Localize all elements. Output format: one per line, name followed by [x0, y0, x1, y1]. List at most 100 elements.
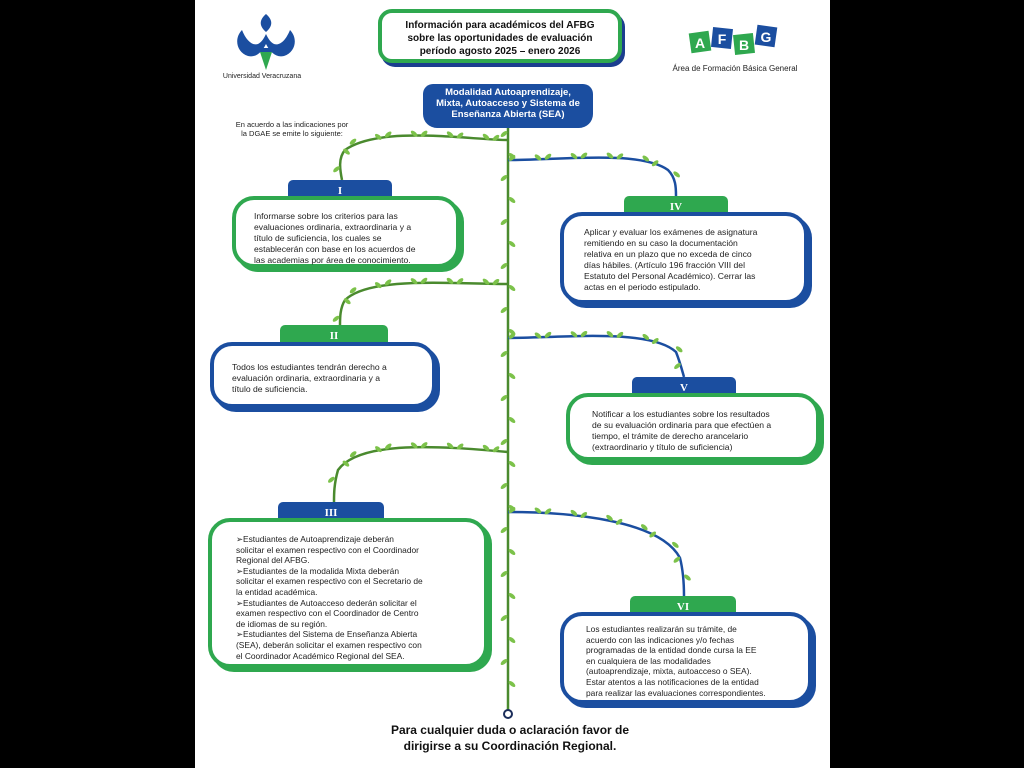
leaf [410, 278, 418, 285]
card-line: ➢Estudiantes de la modalida Mixta deberá… [236, 565, 399, 576]
leaf [349, 451, 357, 458]
leaf [616, 331, 624, 338]
leaf [580, 152, 588, 159]
card-line: programadas de la entidad donde cursa la… [586, 645, 757, 656]
leaf [544, 153, 552, 160]
leaf [482, 133, 490, 140]
footer-note: Para cualquier duda o aclaración favor d… [340, 722, 680, 754]
leaf [446, 277, 454, 284]
leaf [652, 338, 659, 345]
step-card-iii: ➢Estudiantes de Autoaprendizaje deberán … [208, 518, 488, 668]
leaf [651, 160, 659, 167]
leaf [482, 278, 490, 285]
card-line: relativa en un plazo que no exceda de ci… [584, 249, 752, 259]
leaf [673, 171, 680, 178]
leaf [333, 166, 340, 173]
leaf [500, 571, 508, 577]
leaf [508, 154, 516, 161]
step-card-vi: Los estudiantes realizarán su trámite, d… [560, 612, 812, 704]
leaf [544, 508, 552, 515]
card-line: actas en el periodo estipulado. [584, 282, 701, 292]
afbg-letter: F [718, 31, 727, 47]
card-line: examen respectivo con el Coordinador de … [236, 608, 419, 619]
leaf [508, 241, 516, 247]
leaf [534, 332, 542, 339]
page-title: Información para académicos del AFBG sob… [378, 9, 622, 63]
card-line: en cualquiera de las modalidades [586, 655, 711, 666]
card-line: Los estudiantes realizarán su trámite, d… [586, 624, 737, 634]
leaf [570, 509, 578, 516]
leaf [649, 531, 657, 538]
leaf [482, 444, 490, 451]
leaf [616, 153, 624, 160]
leaf [508, 637, 516, 643]
leaf [410, 442, 418, 449]
vine-branch [507, 334, 686, 378]
leaf [374, 282, 382, 289]
card-line: de su evaluación ordinaria para que efec… [592, 420, 772, 430]
card-line: (SEA), deberán solicitar el examen respe… [236, 639, 422, 650]
leaf [570, 331, 578, 338]
leaf [684, 574, 691, 581]
leaf [534, 154, 542, 161]
leaf [544, 331, 552, 338]
leaf [606, 152, 614, 159]
leaf [606, 331, 614, 338]
leaf [508, 593, 516, 599]
leaf [508, 197, 516, 203]
vine-branch [338, 281, 509, 326]
leaf [349, 138, 357, 145]
leaf [384, 443, 392, 450]
card-line: la entidad académica. [236, 586, 318, 597]
leaf [570, 153, 578, 160]
card-line: acuerdo con las indicaciones y/o fechas [586, 634, 735, 645]
card-line: Estar atentos a las notificaciones de la… [586, 676, 759, 687]
step-card-v: Notificar a los estudiantes sobre los re… [566, 393, 820, 461]
leaf [508, 461, 516, 467]
leaf [456, 278, 464, 285]
leaf [446, 442, 454, 449]
leaf [420, 130, 428, 137]
card-line: Regional del AFBG. [236, 555, 310, 566]
leaf [606, 514, 613, 521]
leaf [672, 541, 679, 548]
leaf [456, 132, 464, 139]
intro-line: En acuerdo a las indicaciones por [235, 120, 349, 129]
leaf [374, 133, 382, 140]
leaf [492, 446, 500, 453]
card-line: título de suficiencia. [232, 384, 308, 394]
afbg-logo-icon: A F B G [688, 24, 778, 55]
leaf [534, 507, 542, 514]
modality-banner: Modalidad Autoaprendizaje, Mixta, Autoac… [423, 84, 593, 128]
leaf [508, 285, 516, 291]
step-label-ii: II [280, 325, 388, 347]
leaf [500, 527, 508, 533]
leaf [500, 351, 508, 357]
card-line: días hábiles. (Artículo 196 fracción VII… [584, 260, 745, 270]
title-line: período agosto 2025 – enero 2026 [419, 46, 581, 57]
vine-branch [507, 510, 686, 597]
leaf [674, 363, 681, 370]
leaf [342, 460, 350, 467]
leaf [500, 615, 508, 621]
afbg-name: Área de Formación Básica General [672, 64, 798, 73]
leaf [508, 681, 516, 687]
leaf [508, 549, 516, 555]
step-card-iv: Aplicar y evaluar los exámenes de asigna… [560, 212, 808, 304]
leaf [500, 175, 508, 181]
card-line: establecerán con base en los acuerdos de [254, 244, 416, 254]
leaf [640, 524, 648, 531]
leaf [615, 518, 623, 525]
card-line: (autoaprendizaje, mixta, autoacceso o SE… [586, 666, 752, 677]
leaf [675, 346, 683, 353]
vine-end-dot [503, 709, 513, 719]
vine-branch [507, 156, 678, 197]
leaf [384, 279, 392, 286]
leaf [420, 277, 428, 284]
leaf [580, 330, 588, 337]
card-line: para realizar las evaluaciones correspon… [586, 687, 766, 698]
leaf [500, 483, 508, 489]
card-line: ➢Estudiantes de Autoacceso dederán solic… [236, 597, 417, 608]
leaf [500, 263, 508, 269]
